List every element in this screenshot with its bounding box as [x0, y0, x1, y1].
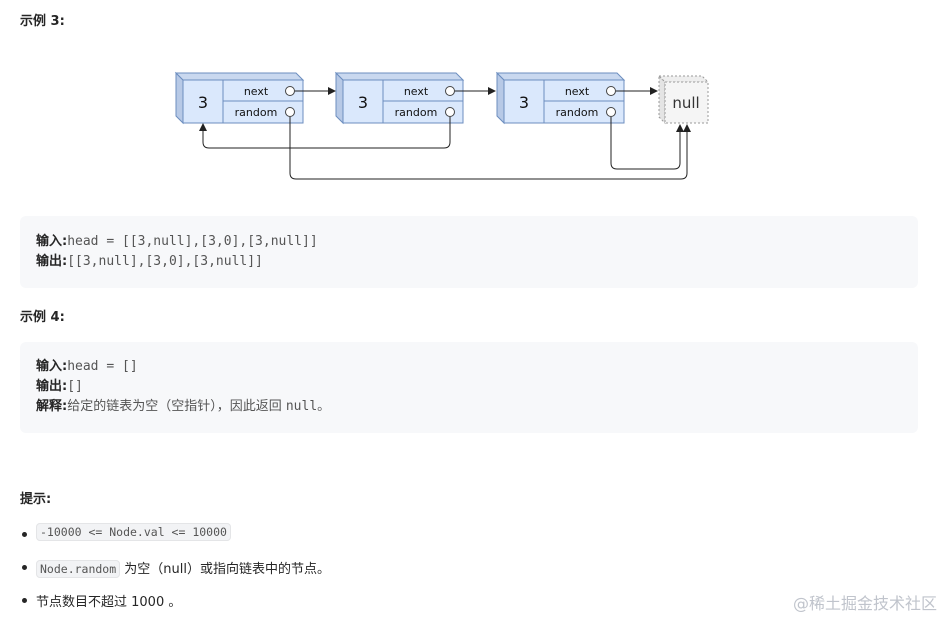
node-3-value: 3 [519, 93, 529, 112]
random-arrow-node2-to-node1 [199, 117, 451, 149]
random-arrow-node1-to-null [289, 117, 691, 180]
hint-3-text: 节点数目不超过 1000 。 [36, 595, 182, 610]
node-1-next-label: next [244, 85, 269, 98]
output-value: [] [67, 379, 83, 394]
hint-item-1: -10000 <= Node.val <= 10000 [36, 523, 231, 541]
null-label: null [672, 94, 699, 112]
example-4-heading: 示例 4: [20, 310, 65, 325]
node-2-random-label: random [395, 106, 438, 119]
list-node-3: 3 next random [495, 71, 626, 125]
bullet-icon [22, 598, 27, 603]
bullet-icon [22, 532, 27, 537]
example-3-heading: 示例 3: [20, 14, 65, 29]
input-value: head = [] [67, 359, 138, 374]
example-4-code-block: 输入:head = [] 输出:[] 解释:给定的链表为空（空指针），因此返回 … [20, 342, 918, 433]
hints-heading: 提示: [20, 492, 52, 507]
random-arrow-node3-to-null [610, 117, 684, 170]
input-value: head = [[3,null],[3,0],[3,null]] [67, 234, 318, 249]
hint-item-2: Node.random 为空（null）或指向链表中的节点。 [36, 558, 331, 578]
hint-2-text: 为空（null）或指向链表中的节点。 [120, 562, 331, 577]
input-label: 输入: [36, 234, 68, 249]
hint-2-code: Node.random [36, 560, 121, 578]
output-label: 输出: [36, 254, 68, 269]
node-1-value: 3 [198, 93, 208, 112]
bullet-icon [22, 565, 27, 570]
output-value: [[3,null],[3,0],[3,null]] [67, 254, 263, 269]
output-label: 输出: [36, 379, 68, 394]
watermark: @稀土掘金技术社区 [792, 594, 937, 613]
example-4-output-line: 输出:[] [36, 377, 83, 397]
linked-list-diagram: 3 next random 3 next random 3 next rando… [174, 71, 710, 180]
explain-code: null [285, 399, 318, 414]
node-3-random-label: random [556, 106, 599, 119]
hint-1-code: -10000 <= Node.val <= 10000 [36, 523, 231, 541]
node-2-value: 3 [358, 93, 368, 112]
node-2-next-label: next [404, 85, 429, 98]
example-3-input-line: 输入:head = [[3,null],[3,0],[3,null]] [36, 232, 318, 252]
null-node: null [657, 74, 710, 125]
node-3-next-label: next [565, 85, 590, 98]
list-node-1: 3 next random [174, 71, 305, 125]
input-label: 输入: [36, 359, 68, 374]
explain-end: 。 [317, 399, 331, 414]
example-4-input-line: 输入:head = [] [36, 357, 138, 377]
explain-label: 解释: [36, 399, 68, 414]
node-1-random-label: random [235, 106, 278, 119]
example-3-code-block: 输入:head = [[3,null],[3,0],[3,null]] 输出:[… [20, 216, 918, 288]
list-node-2: 3 next random [334, 71, 465, 125]
example-3-output-line: 输出:[[3,null],[3,0],[3,null]] [36, 252, 263, 272]
example-4-explain-line: 解释:给定的链表为空（空指针），因此返回 null。 [36, 397, 330, 417]
explain-text: 给定的链表为空（空指针），因此返回 [67, 399, 286, 414]
hint-item-3: 节点数目不超过 1000 。 [36, 591, 181, 610]
